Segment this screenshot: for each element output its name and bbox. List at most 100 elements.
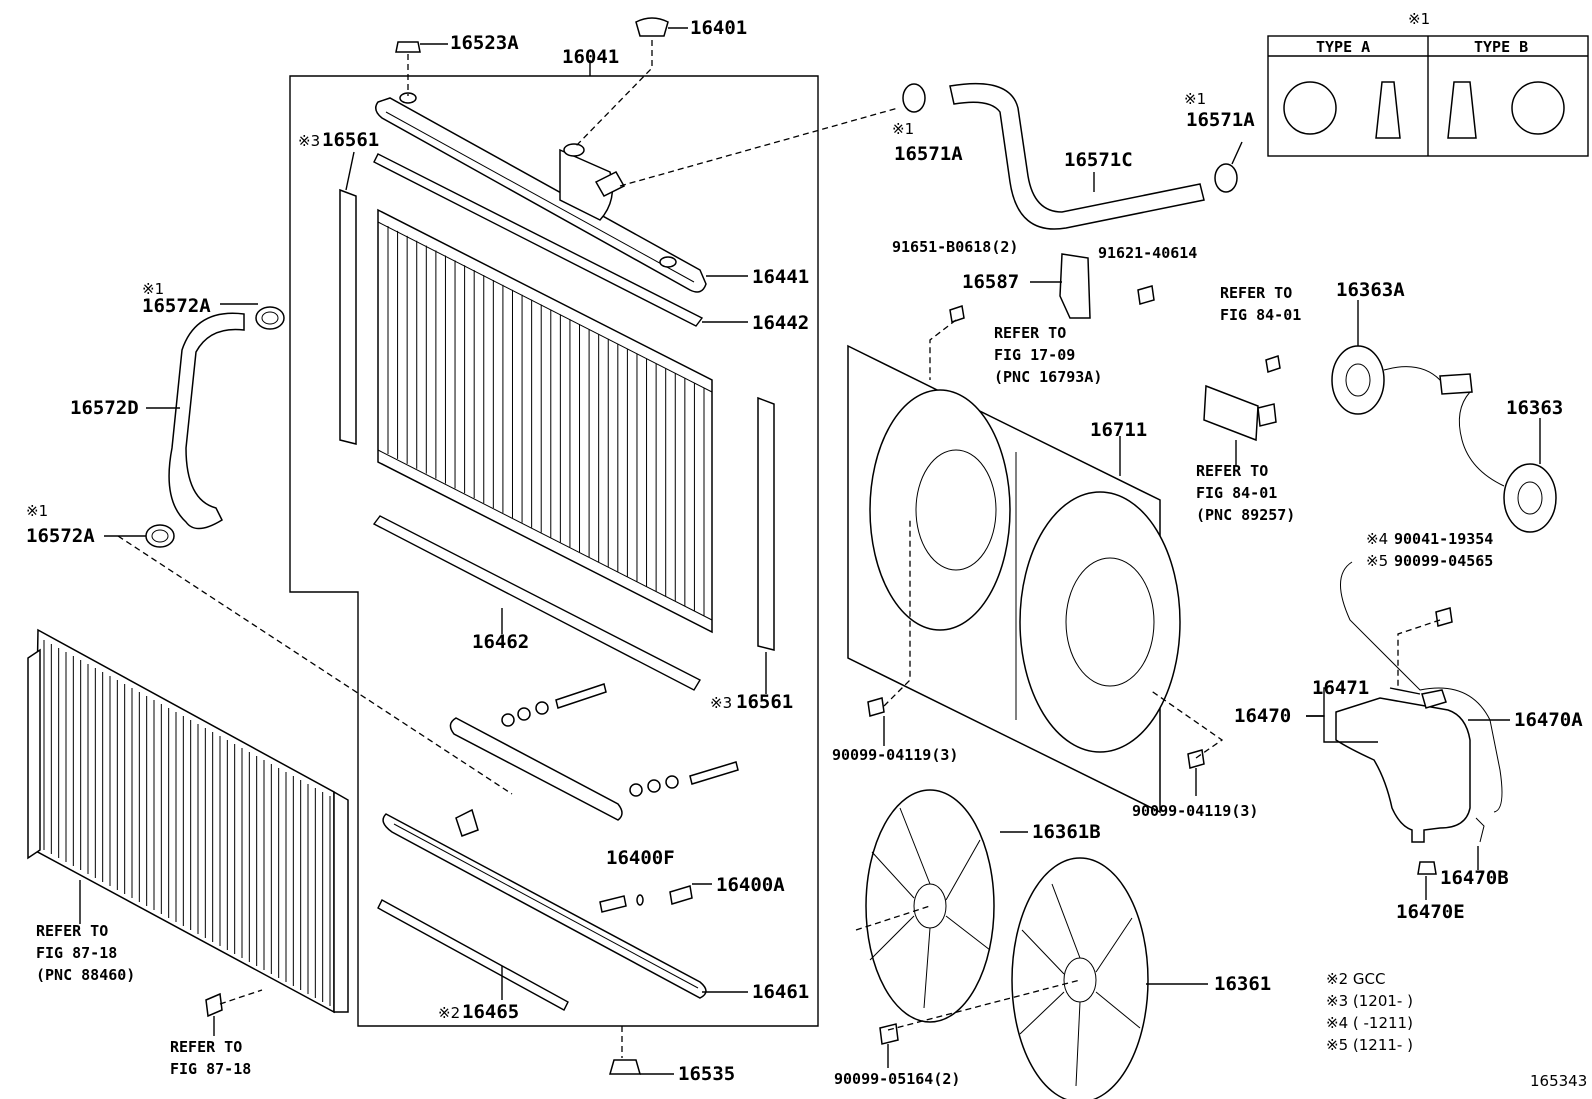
clamp-type-box [1267,35,1589,157]
mark-note4: ※4 [1366,530,1388,548]
hose-clamp-top-left [255,306,285,330]
refer-fig84b-line1: REFER TO [1196,462,1268,480]
coolant-reservoir [1335,689,1471,843]
reservoir-clip [1475,817,1485,843]
label-16401: 16401 [690,17,747,39]
bracket-bolt-left [949,305,965,323]
fan-resistor [1203,384,1277,442]
lower-tank-seal [377,899,569,1011]
label-90041: 90041-19354 [1394,530,1493,548]
mark-note3-top: ※3 [298,132,320,150]
label-90099-04119-left: 90099-04119(3) [832,746,958,764]
radiator-assembly-outline [289,75,819,1027]
label-16523A: 16523A [450,32,519,54]
side-seal-left [339,188,357,445]
type-a-label: TYPE A [1316,38,1370,56]
cooling-fan-left [865,789,995,1023]
label-16571C: 16571C [1064,149,1133,171]
label-91651: 91651-B0618(2) [892,238,1018,256]
label-16571A-left: 16571A [894,143,963,165]
bracket-bolt-right [1137,285,1155,305]
label-16441: 16441 [752,266,809,288]
side-seal-right [757,396,775,651]
reservoir-cap [1417,861,1437,875]
label-16572A-top: 16572A [142,295,211,317]
label-16471: 16471 [1312,677,1369,699]
refer-fig87b-line1: REFER TO [170,1038,242,1056]
label-16361: 16361 [1214,973,1271,995]
mark-note1-16571A-left: ※1 [892,120,914,138]
label-16572D: 16572D [70,397,139,419]
legend-note2: ※2 GCC [1326,970,1385,988]
radiator-core [377,208,713,634]
type-box-marker: ※1 [1408,10,1430,28]
hose-clamp-upper-right [1214,163,1238,193]
label-16363: 16363 [1506,397,1563,419]
label-16462: 16462 [472,631,529,653]
label-91621: 91621-40614 [1098,244,1197,262]
label-16465: 16465 [462,1001,519,1023]
legend-note5: ※5 (1211- ) [1326,1036,1413,1054]
mark-note1-16572A-top: ※1 [142,280,164,298]
label-16363A: 16363A [1336,279,1405,301]
resistor-bolt [1265,355,1281,373]
label-16361B: 16361B [1032,821,1101,843]
label-16470B: 16470B [1440,867,1509,889]
refer-fig17-line1: REFER TO [994,324,1066,342]
label-90099-04119-right: 90099-04119(3) [1132,802,1258,820]
label-90099-04565: 90099-04565 [1394,552,1493,570]
refer-fig87a-line1: REFER TO [36,922,108,940]
refer-fig84a-line2: FIG 84-01 [1220,306,1301,324]
label-16041: 16041 [562,46,619,68]
mark-note5: ※5 [1366,552,1388,570]
upper-radiator-hose [949,82,1205,230]
label-16561-top: 16561 [322,129,379,151]
upper-tank-gasket [373,153,704,327]
mark-note1-16572A-bottom: ※1 [26,502,48,520]
label-90099-05164: 90099-05164(2) [834,1070,960,1088]
radiator-pipe-assembly [449,683,739,821]
label-16572A-bottom: 16572A [26,525,95,547]
refer-fig17-line2: FIG 17-09 [994,346,1075,364]
refer-fig84b-line2: FIG 84-01 [1196,484,1277,502]
legend-note3: ※3 (1201- ) [1326,992,1413,1010]
fan-nut [879,1023,899,1045]
label-16470E: 16470E [1396,901,1465,923]
legend-note4: ※4 ( -1211) [1326,1014,1413,1032]
label-16561-bottom: 16561 [736,691,793,713]
label-16400F: 16400F [606,847,675,869]
label-16571A-right: 16571A [1186,109,1255,131]
reservoir-bolt [1435,607,1453,627]
upper-mount-cap [395,41,421,53]
label-16400A: 16400A [716,874,785,896]
radiator-mount-cushion [609,1059,641,1075]
drain-o-ring [636,894,644,906]
condenser-bolt [205,992,223,1018]
shroud-bolt-left [867,697,885,717]
drain-plug [669,885,693,905]
figure-id: 165343 [1530,1072,1587,1090]
fan-motor-right [1458,391,1557,533]
lower-radiator-hose [168,312,245,530]
radiator-upper-tank [375,92,707,293]
fan-shroud [847,344,1181,814]
mark-note3-bottom: ※3 [710,694,732,712]
label-16461: 16461 [752,981,809,1003]
lower-core-gasket [372,515,701,691]
refer-fig84a-line1: REFER TO [1220,284,1292,302]
refer-fig87a-line2: FIG 87-18 [36,944,117,962]
reservoir-hose [1340,561,1503,813]
fan-motor-left [1331,345,1473,415]
hose-clamp-upper-left [902,83,926,113]
label-16470A: 16470A [1514,709,1583,731]
mark-note2: ※2 [438,1004,460,1022]
type-b-label: TYPE B [1474,38,1528,56]
hose-clamp-bottom-left [145,524,175,548]
label-16587: 16587 [962,271,1019,293]
refer-fig17-line3: (PNC 16793A) [994,368,1102,386]
refer-fig84b-line3: (PNC 89257) [1196,506,1295,524]
shroud-bolt-right [1187,749,1205,769]
refer-fig87b-line2: FIG 87-18 [170,1060,251,1078]
label-16470: 16470 [1234,705,1291,727]
radiator-cap [635,17,669,37]
